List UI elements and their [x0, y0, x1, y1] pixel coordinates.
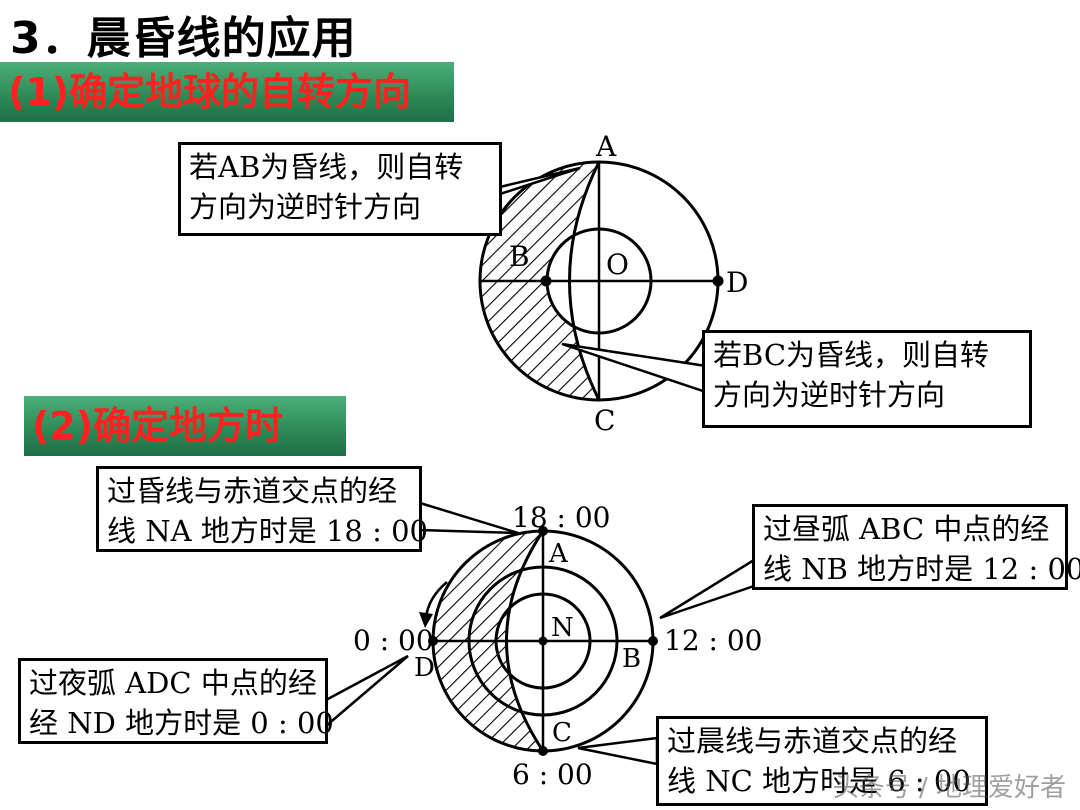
callout-dusk-time: 过昏线与赤道交点的经 线 NA 地方时是 18 : 00 — [96, 466, 428, 552]
callout-bc-line-rotation: 若BC为昏线，则自转 方向为逆时针方向 — [702, 330, 1032, 428]
dot-top — [538, 526, 548, 536]
callout-line: 经 ND 地方时是 0 : 00 — [29, 706, 334, 740]
dot-center — [538, 636, 548, 646]
point-a-label: A — [595, 130, 617, 163]
point-c-label: C — [594, 404, 615, 437]
callout-line: 方向为逆时针方向 — [189, 190, 422, 224]
point-d-dot — [712, 275, 724, 287]
callout-line: 若AB为昏线，则自转 — [189, 150, 464, 184]
point-b2-label: B — [622, 644, 641, 674]
point-d-label: D — [726, 266, 748, 299]
callout-dusk-line-rotation: 若AB为昏线，则自转 方向为逆时针方向 — [178, 142, 502, 236]
callout-night-time: 过夜弧 ADC 中点的经 经 ND 地方时是 0 : 00 — [18, 658, 334, 744]
point-c2-label: C — [552, 718, 572, 748]
callout-line: 线 NB 地方时是 12 : 00 — [763, 552, 1080, 586]
time-top-label: 18 : 00 — [512, 501, 611, 534]
point-o-label: O — [606, 248, 629, 281]
callout-line: 过昼弧 ABC 中点的经 — [763, 512, 1050, 546]
point-b-dot — [540, 275, 552, 287]
page-title: 3．晨昏线的应用 — [10, 13, 357, 64]
callout-line: 过夜弧 ADC 中点的经 — [29, 666, 317, 700]
section1-heading: (1)确定地球的自转方向 — [0, 62, 454, 122]
callout-day-pointer — [659, 557, 756, 620]
dot-bottom — [538, 746, 548, 756]
point-d2-label: D — [414, 653, 435, 683]
section2-heading: (2)确定地方时 — [24, 396, 346, 456]
point-b-label: B — [509, 240, 530, 273]
callout-dusk-pointer — [418, 501, 519, 535]
callout-night-pointer — [324, 654, 409, 729]
dot-right — [648, 636, 658, 646]
callout-day-time: 过昼弧 ABC 中点的经 线 NB 地方时是 12 : 00 — [752, 504, 1080, 590]
time-right-label: 12 : 00 — [664, 624, 763, 657]
rotation-arrowhead-icon — [419, 612, 433, 628]
time-left-label: 0 : 00 — [353, 624, 434, 657]
point-a2-label: A — [548, 539, 569, 569]
callout-dawn-time: 过晨线与赤道交点的经 线 NC 地方时是 6 : 00 — [656, 716, 988, 806]
watermark: 头条号 / 地理爱好者 — [832, 773, 1066, 803]
dot-left — [428, 636, 438, 646]
callout-line: 过昏线与赤道交点的经 — [107, 474, 398, 508]
rotation-diagram: A B O D C — [469, 130, 748, 437]
callout-line: 过晨线与赤道交点的经 — [667, 724, 958, 758]
callout-line: 线 NC 地方时是 6 : 00 — [667, 764, 971, 798]
callout-line: 若BC为昏线，则自转 — [713, 338, 990, 372]
callout-line: 线 NA 地方时是 18 : 00 — [107, 514, 428, 548]
callout-line: 方向为逆时针方向 — [713, 378, 946, 412]
time-bottom-label: 6 : 00 — [512, 758, 593, 791]
point-n-label: N — [551, 613, 574, 643]
